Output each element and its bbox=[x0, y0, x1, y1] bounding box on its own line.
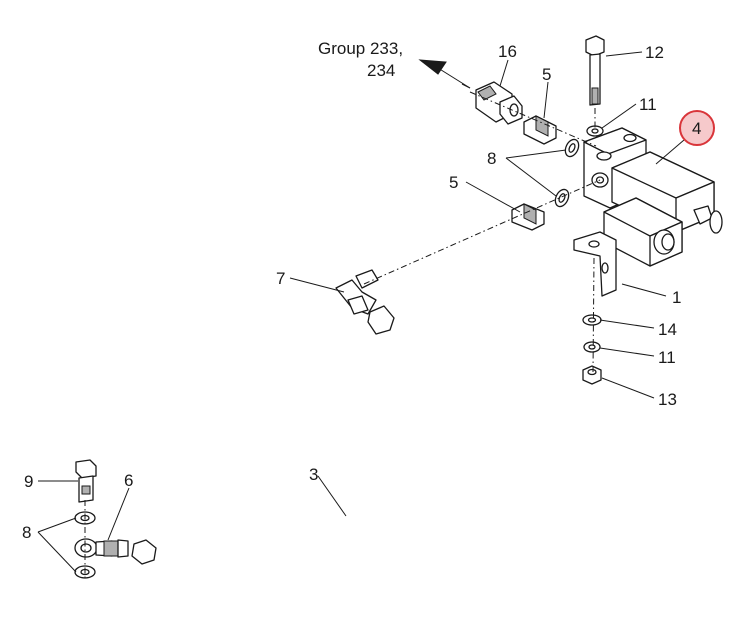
pipe-nut-top bbox=[367, 305, 395, 335]
banjo-bolt-9 bbox=[75, 459, 97, 503]
nut-13 bbox=[582, 365, 602, 385]
callout-8-upper[interactable]: 8 bbox=[487, 149, 496, 168]
callout-1[interactable]: 1 bbox=[672, 288, 681, 307]
callout-16[interactable]: 16 bbox=[498, 42, 517, 61]
adapter-5-upper bbox=[523, 115, 557, 145]
group-reference-line1: Group 233, bbox=[318, 39, 403, 58]
callout-7[interactable]: 7 bbox=[276, 269, 285, 288]
callout-8-lower[interactable]: 8 bbox=[22, 523, 31, 542]
callout-12[interactable]: 12 bbox=[645, 43, 664, 62]
group-reference-arrow bbox=[418, 59, 471, 89]
centerline-middle bbox=[363, 179, 601, 285]
leader-lines bbox=[37, 51, 685, 573]
bracket-1 bbox=[573, 231, 617, 297]
adapter-5-lower bbox=[511, 203, 545, 231]
banjo-fitting-6 bbox=[74, 538, 157, 565]
pipe-3 bbox=[149, 320, 558, 557]
callout-5-lower[interactable]: 5 bbox=[449, 173, 458, 192]
callout-5-upper[interactable]: 5 bbox=[542, 65, 551, 84]
bolt-12 bbox=[585, 35, 605, 106]
callout-4[interactable]: 4 bbox=[692, 119, 701, 138]
callout-14[interactable]: 14 bbox=[658, 320, 677, 339]
callout-11-lower[interactable]: 11 bbox=[658, 348, 676, 367]
callout-3[interactable]: 3 bbox=[309, 465, 318, 484]
hose-fitting-16 bbox=[475, 81, 523, 125]
solenoid-valve-4 bbox=[583, 127, 723, 267]
elbow-fitting-7 bbox=[335, 269, 379, 315]
callout-11-upper[interactable]: 11 bbox=[639, 95, 657, 114]
callout-6[interactable]: 6 bbox=[124, 471, 133, 490]
group-reference-line2: 234 bbox=[367, 61, 395, 80]
callout-4-highlight[interactable] bbox=[679, 110, 715, 146]
callout-9[interactable]: 9 bbox=[24, 472, 33, 491]
centerline-vertical bbox=[592, 108, 596, 373]
callout-13[interactable]: 13 bbox=[658, 390, 677, 409]
centerline-upper bbox=[469, 91, 597, 147]
